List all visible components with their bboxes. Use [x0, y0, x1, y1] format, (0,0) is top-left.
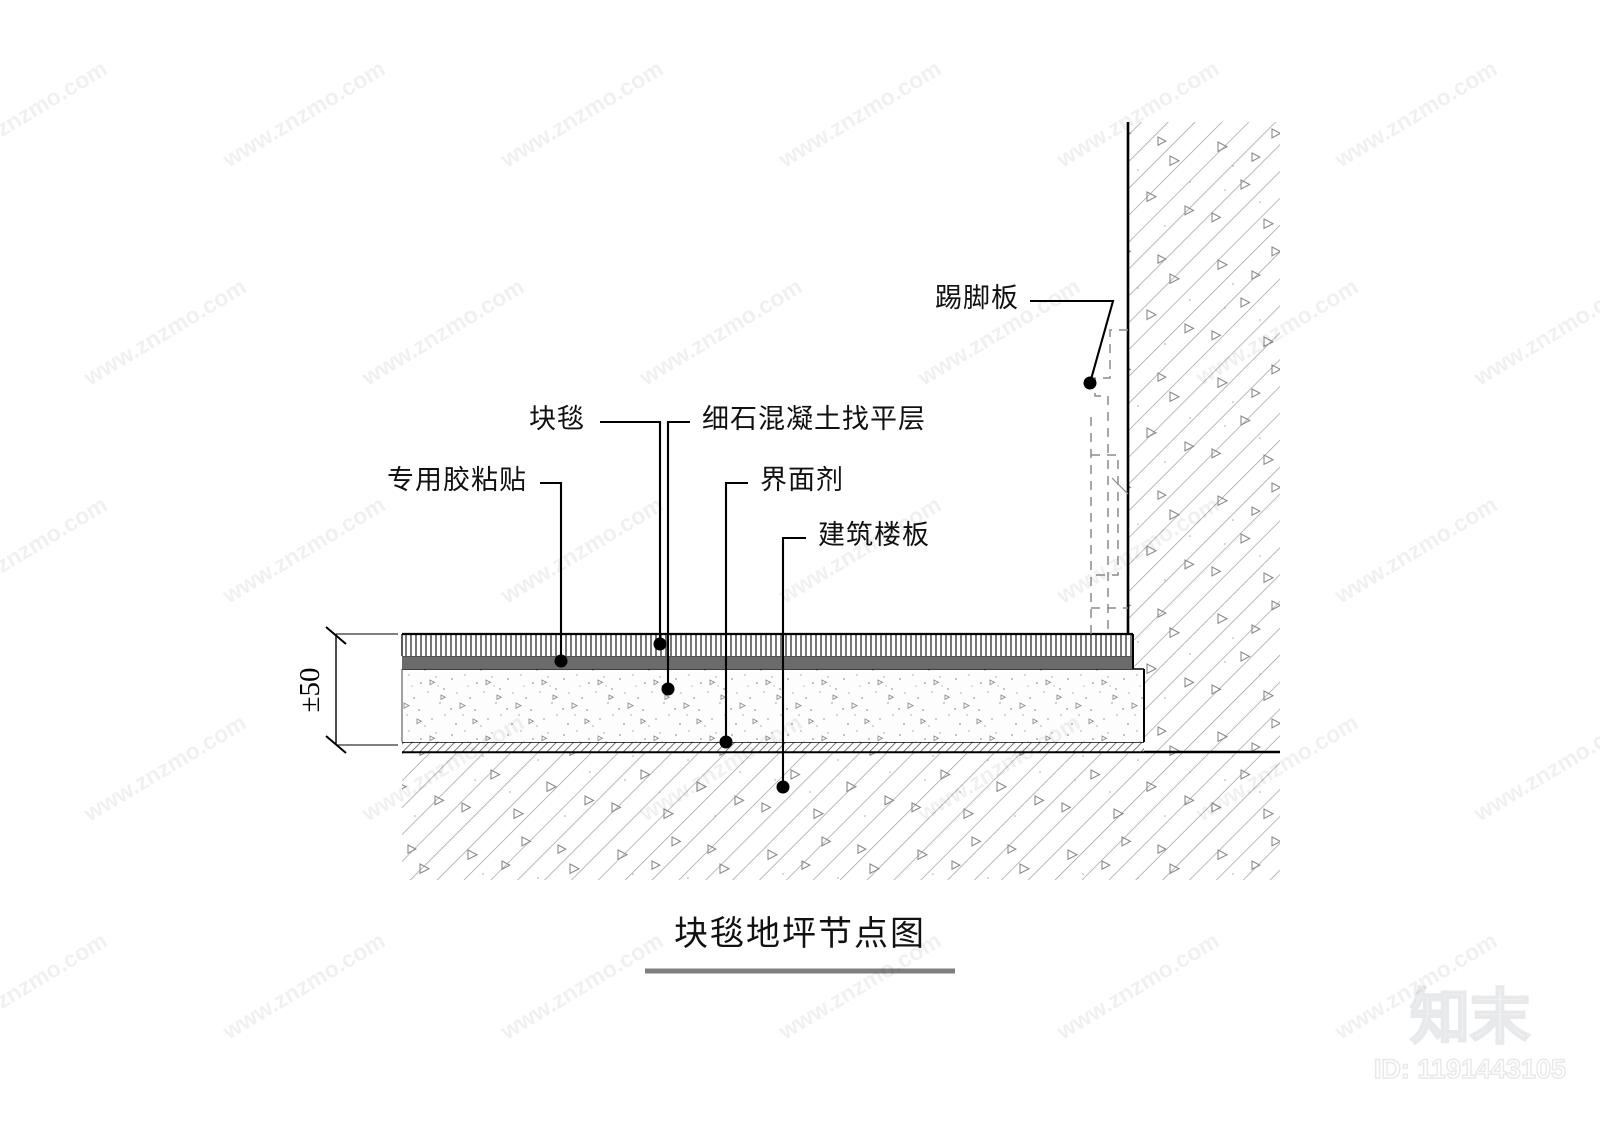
leader-dot — [719, 735, 733, 749]
leader-dot — [554, 654, 568, 668]
annotation-carpet-tile: 块毯 — [529, 404, 667, 651]
leader-line — [666, 420, 690, 689]
annotation-structural-floor-slab: 建筑楼板 — [776, 520, 930, 794]
dimension-50: ±50 — [294, 626, 398, 754]
wall-section — [1126, 122, 1280, 752]
dimension-tick-top — [325, 626, 347, 645]
dimension-label: ±50 — [294, 668, 326, 713]
page-title: 块毯地坪节点图 — [674, 915, 926, 953]
brand-logo: 知末 — [1410, 984, 1530, 1051]
skirting-board-profile — [1090, 329, 1128, 634]
skirting-board-solid-edge — [1111, 477, 1129, 495]
brand-watermark: 知末 ID: 1191443105 — [1373, 983, 1567, 1085]
annotation-label-structural-floor-slab: 建筑楼板 — [818, 520, 930, 550]
leader-dot — [653, 637, 667, 651]
annotation-interface-agent: 界面剂 — [719, 465, 844, 749]
interface-agent-layer — [402, 741, 1144, 753]
leader-dot — [776, 780, 790, 794]
screed-layer — [401, 668, 1145, 742]
annotation-label-special-adhesive: 专用胶粘贴 — [387, 465, 527, 495]
leader-dot — [661, 682, 675, 696]
leader-line — [1030, 299, 1115, 384]
leader-line — [540, 481, 563, 661]
brand-id-label: ID: 1191443105 — [1374, 1054, 1566, 1084]
leader-line — [724, 481, 748, 742]
structural-floor-slab — [402, 750, 1280, 880]
annotation-label-carpet-tile: 块毯 — [529, 404, 585, 434]
annotation-label-fine-stone-concrete-screed: 细石混凝土找平层 — [702, 404, 926, 434]
carpet-tile-layer — [401, 632, 1134, 669]
adhesive-layer — [402, 655, 1133, 669]
leader-dot — [1083, 376, 1097, 390]
annotation-fine-stone-concrete-screed: 细石混凝土找平层 — [661, 404, 926, 696]
leader-line — [781, 536, 806, 787]
annotation-special-adhesive: 专用胶粘贴 — [387, 465, 568, 668]
annotation-skirting-board: 踢脚板 — [935, 283, 1115, 390]
leader-line — [600, 420, 662, 644]
annotation-label-interface-agent: 界面剂 — [760, 465, 844, 495]
annotation-label-skirting-board: 踢脚板 — [935, 283, 1019, 313]
